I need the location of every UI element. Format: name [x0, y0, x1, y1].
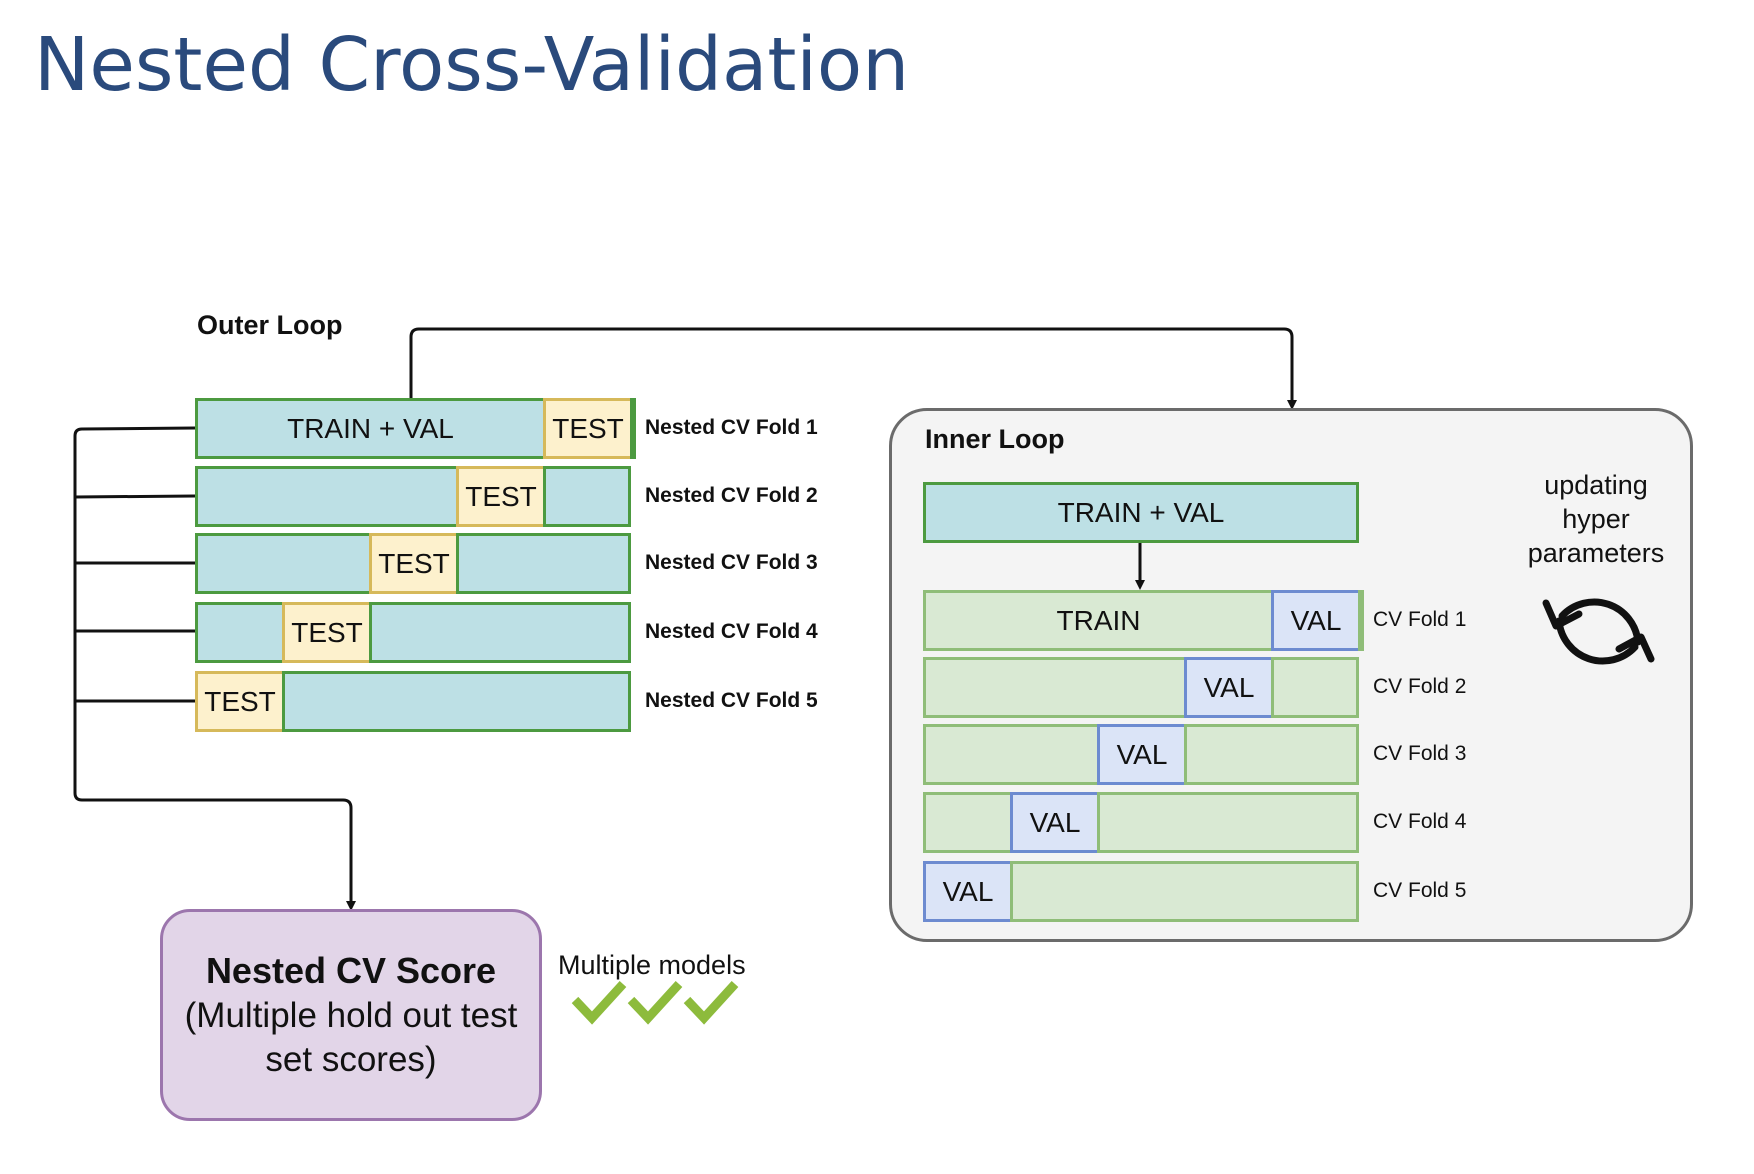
outer-fold-label: Nested CV Fold 3: [645, 551, 818, 574]
outer-test-segment: TEST: [195, 671, 285, 732]
outer-train-segment: [282, 671, 631, 732]
outer-train-segment: [630, 398, 636, 459]
outer-fold-label: Nested CV Fold 2: [645, 484, 818, 507]
inner-fold-label: CV Fold 2: [1373, 675, 1467, 698]
outer-train-segment: [195, 533, 372, 594]
inner-val-segment: VAL: [1271, 590, 1361, 651]
bracket-tick-2: [74, 494, 196, 499]
outer-train-segment: TRAIN + VAL: [195, 398, 546, 459]
outer-train-segment: [195, 466, 459, 527]
update-note-line-2: hyper: [1562, 504, 1630, 534]
inner-train-segment: [1010, 861, 1359, 922]
outer-train-segment: [369, 602, 631, 663]
update-note: updating hyper parameters: [1516, 468, 1676, 570]
inner-train-segment: TRAIN: [923, 590, 1274, 651]
checkmark-icon: [683, 980, 739, 1025]
inner-loop-label: Inner Loop: [925, 424, 1065, 454]
outer-train-segment: [543, 466, 631, 527]
inner-fold-label: CV Fold 5: [1373, 879, 1467, 902]
inner-train-segment: [1184, 724, 1359, 785]
inner-train-segment: [1097, 792, 1359, 853]
inner-train-segment: [1358, 590, 1364, 651]
inner-train-segment: [1271, 657, 1359, 718]
inner-fold-label: CV Fold 3: [1373, 742, 1467, 765]
multiple-models-label: Multiple models: [558, 950, 746, 980]
inner-fold-label: CV Fold 1: [1373, 608, 1467, 631]
outer-loop-label: Outer Loop: [197, 310, 343, 340]
page-title: Nested Cross-Validation: [34, 22, 910, 108]
score-subtitle-line-2: set scores): [265, 1040, 437, 1079]
inner-train-segment: [923, 657, 1187, 718]
inner-train-segment: [923, 792, 1013, 853]
checkmark-icon: [571, 980, 627, 1025]
outer-train-segment: [456, 533, 631, 594]
outer-to-inner-arrow: [409, 327, 1297, 410]
score-subtitle-line-1: (Multiple hold out test: [184, 996, 518, 1035]
outer-test-segment: TEST: [369, 533, 459, 594]
update-note-line-3: parameters: [1527, 538, 1665, 568]
outer-bracket-line: [73, 426, 356, 911]
score-title: Nested CV Score: [205, 950, 497, 991]
checkmark-icon: [627, 980, 683, 1025]
update-note-line-1: updating: [1544, 470, 1648, 500]
inner-val-segment: VAL: [1010, 792, 1100, 853]
inner-val-segment: VAL: [1097, 724, 1187, 785]
inner-fold-label: CV Fold 4: [1373, 810, 1467, 833]
outer-fold-label: Nested CV Fold 5: [645, 689, 818, 712]
nested-cv-score-box: Nested CV Score (Multiple hold out test …: [160, 909, 542, 1121]
outer-test-segment: TEST: [282, 602, 372, 663]
outer-fold-label: Nested CV Fold 1: [645, 416, 818, 439]
inner-train-segment: [923, 724, 1100, 785]
inner-trainval-bar: TRAIN + VAL: [923, 482, 1359, 543]
outer-fold-label: Nested CV Fold 4: [645, 620, 818, 643]
